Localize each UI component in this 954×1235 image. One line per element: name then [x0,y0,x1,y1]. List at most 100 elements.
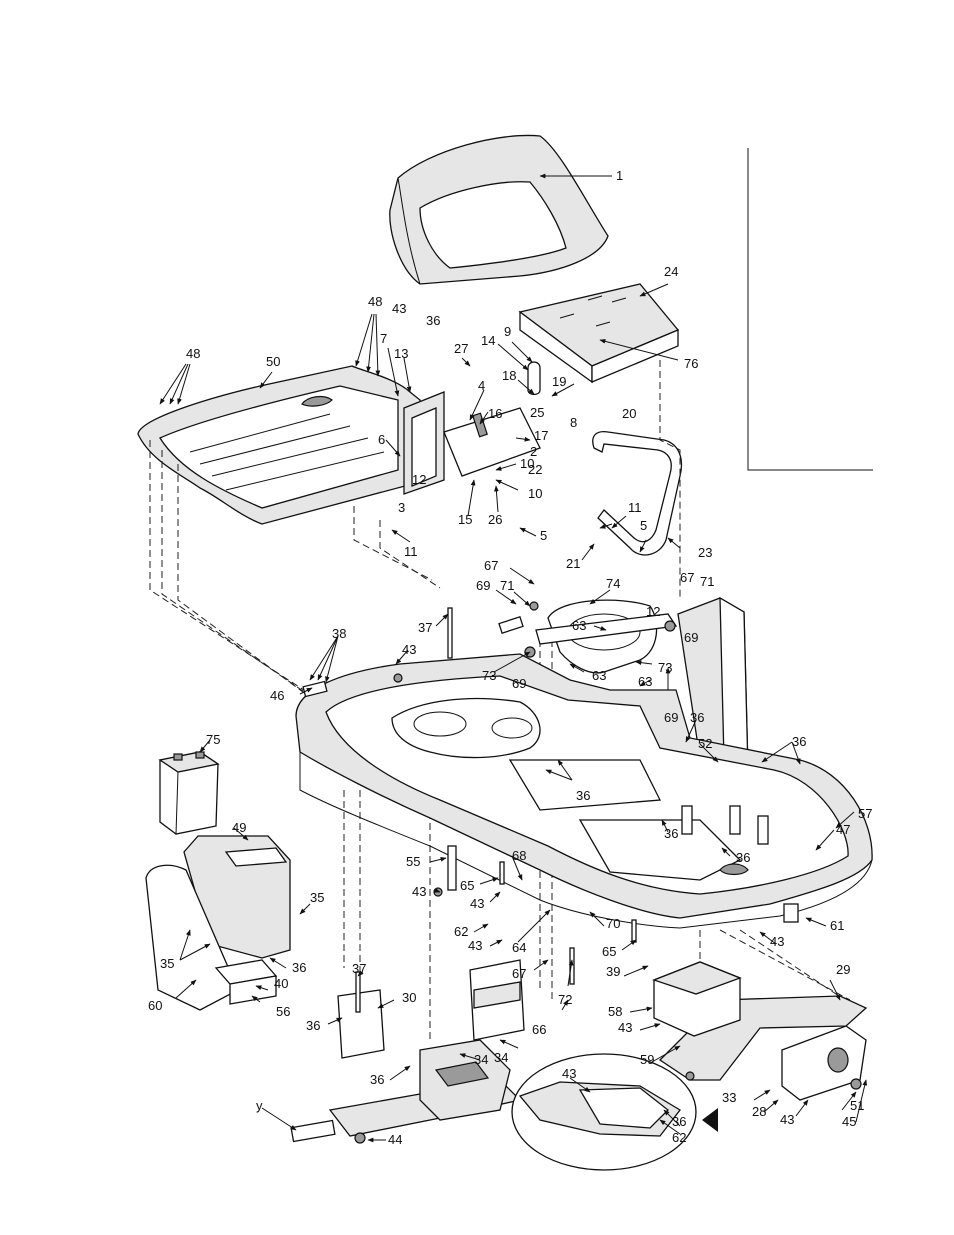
callout-label: 46 [270,688,284,703]
callout-label: 49 [232,820,246,835]
seat-pan [518,283,680,384]
callout-label: 70 [606,916,620,931]
callout-label: 52 [698,736,712,751]
callout-label: 76 [684,356,698,371]
callout-label: 13 [394,346,408,361]
callout-label: 43 [562,1066,576,1081]
seat-bracket [403,361,541,495]
callout-label: 67 [484,558,498,573]
detail-inset [511,1053,718,1171]
callout-label: 74 [606,576,620,591]
callout-label: 36 [426,313,440,328]
battery [158,751,220,835]
callout-label: 43 [770,934,784,949]
callout-label: 2 [530,444,537,459]
main-frame [295,653,873,929]
callout-label: 68 [512,848,526,863]
callout-label: 63 [592,668,606,683]
callout-label: 3 [398,500,405,515]
callout-label: 35 [160,956,174,971]
callout-label: 25 [530,405,544,420]
battery-tray [214,959,278,1005]
callout-label: 12 [412,472,426,487]
callout-label: 36 [672,1114,686,1129]
callout-label: 58 [608,1004,622,1019]
callout-label: 44 [388,1132,402,1147]
callout-label: 43 [468,938,482,953]
callout-label: 43 [470,896,484,911]
callout-label: 30 [402,990,416,1005]
callout-label: 12 [646,604,660,619]
callout-label: 66 [532,1022,546,1037]
callout-label: 14 [481,333,495,348]
callout-label: 57 [858,806,872,821]
callout-label: 33 [722,1090,736,1105]
callout-label: 50 [266,354,280,369]
callout-label: 10 [520,456,534,471]
battery-shield [145,864,239,1011]
callout-label: 34 [494,1050,508,1065]
callout-label: 73 [482,668,496,683]
callout-label: 9 [504,324,511,339]
callout-label: 75 [206,732,220,747]
callout-label: 36 [306,1018,320,1033]
callout-label: 15 [458,512,472,527]
callout-label: 43 [412,884,426,899]
callout-label: 71 [700,574,714,589]
callout-label: 28 [752,1104,766,1119]
callout-label: 10 [528,486,542,501]
callout-label: 56 [276,1004,290,1019]
rear-fender [137,365,421,525]
callout-label: 51 [850,1098,864,1113]
callout-label: 35 [310,890,324,905]
callout-label: 5 [640,518,647,533]
callout-label: 43 [780,1112,794,1127]
callout-label: 67 [680,570,694,585]
callout-label: 63 [572,618,586,633]
callout-label: 69 [476,578,490,593]
callout-label: 69 [512,676,526,691]
callout-label: 22 [528,462,542,477]
callout-label: 71 [500,578,514,593]
callout-label: 69 [664,710,678,725]
callout-label: 26 [488,512,502,527]
callout-label: 20 [622,406,636,421]
front-bracket [652,961,742,1037]
callout-label: 21 [566,556,580,571]
callout-label: 37 [352,961,366,976]
callout-label: 36 [370,1072,384,1087]
callout-label: 69 [684,630,698,645]
callout-label: 37 [418,620,432,635]
callout-label: 47 [836,822,850,837]
callout-label: 36 [690,710,704,725]
callout-label: 73 [658,660,672,675]
callout-label: 72 [558,992,572,1007]
callout-label: 16 [488,406,502,421]
callout-label: 43 [392,301,406,316]
callout-label: 23 [698,545,712,560]
callout-label: y [256,1098,263,1113]
callout-label: 4 [478,378,485,393]
callout-label: 55 [406,854,420,869]
callout-label: 11 [628,500,642,515]
callout-label: 34 [474,1052,488,1067]
seat-handle [592,430,683,556]
callout-label: 17 [534,428,548,443]
callout-label: 6 [378,432,385,447]
callout-label: 18 [502,368,516,383]
callout-label: 1 [616,168,623,183]
legend-frame [747,148,873,471]
callout-label: 62 [672,1130,686,1145]
hardware [302,601,862,1144]
callout-label: 65 [460,878,474,893]
callout-label: 43 [402,642,416,657]
callout-label: 48 [186,346,200,361]
seat [389,134,609,285]
callout-label: 59 [640,1052,654,1067]
callout-label: 29 [836,962,850,977]
callout-label: 65 [602,944,616,959]
callout-label: 43 [618,1020,632,1035]
